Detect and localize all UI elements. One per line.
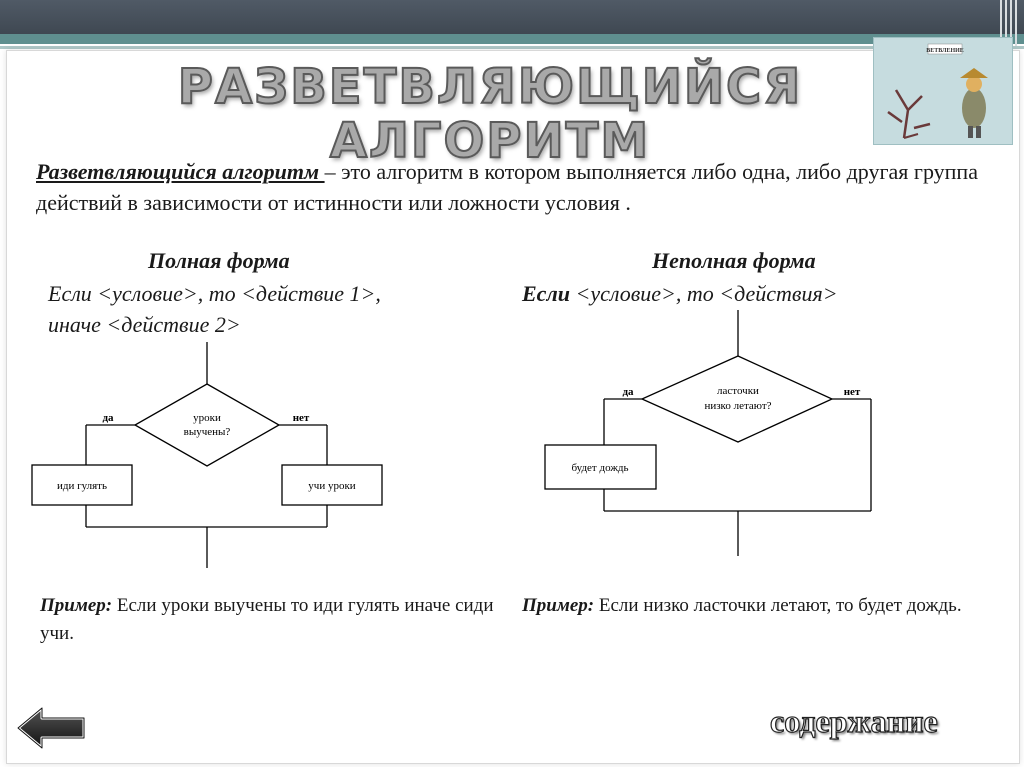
full-condition-line2: выучены? xyxy=(184,426,231,438)
definition-text: – это алгоритм в котором выполняется либ… xyxy=(36,159,978,215)
top-bar-line xyxy=(0,46,1024,49)
partial-yes-action: будет дождь xyxy=(571,462,628,474)
definition-paragraph: Разветвляющийся алгоритм – это алгоритм … xyxy=(36,156,996,218)
partial-example-label: Пример: xyxy=(522,595,595,616)
partial-form-rule: Если <условие>, то <действия> xyxy=(522,278,992,309)
full-form-heading: Полная форма xyxy=(148,248,290,273)
partial-rule-bold: Если xyxy=(522,281,570,306)
branching-illustration: ВЕТВЛЕНИЕ xyxy=(873,37,1013,145)
full-example-text: Если уроки выучены то иди гулять иначе с… xyxy=(40,595,494,644)
partial-yes-label: да xyxy=(622,386,634,398)
slide-title-line2: АЛГОРИТМ xyxy=(329,113,651,169)
full-no-label: нет xyxy=(293,412,310,424)
partial-no-label: нет xyxy=(844,386,861,398)
partial-example-text: Если низко ласточки летают, то будет дож… xyxy=(594,595,962,616)
full-form-rule: Если <условие>, то <действие 1>, иначе <… xyxy=(48,281,381,337)
left-arrow-icon xyxy=(16,706,86,750)
back-button[interactable] xyxy=(14,706,88,750)
top-bar-accent xyxy=(0,34,1024,44)
slide-title: РАЗВЕТВЛЯЮЩИЙСЯ АЛГОРИТМ xyxy=(150,59,830,169)
full-form-example: Пример: Если уроки выучены то иди гулять… xyxy=(40,592,510,648)
full-condition-line1: уроки xyxy=(193,412,221,424)
partial-condition-line1: ласточки xyxy=(717,385,759,397)
definition-term: Разветвляющийся алгоритм xyxy=(36,159,325,184)
partial-form-example: Пример: Если низко ласточки летают, то б… xyxy=(522,592,1012,620)
full-yes-label: да xyxy=(102,412,114,424)
full-yes-action: иди гулять xyxy=(57,480,107,492)
corner-stripes xyxy=(1000,0,1018,46)
top-bar xyxy=(0,0,1024,34)
partial-form-flowchart: ласточки низко летают? да нет будет дожд… xyxy=(544,310,872,556)
full-form-flowchart: уроки выучены? да нет иди гулять учи уро… xyxy=(31,342,383,568)
partial-condition-line2: низко летают? xyxy=(704,400,771,412)
illustration-label: ВЕТВЛЕНИЕ xyxy=(926,48,964,54)
slide-title-line1: РАЗВЕТВЛЯЮЩИЙСЯ xyxy=(177,59,803,115)
partial-form-heading: Неполная форма xyxy=(652,248,816,273)
full-no-action: учи уроки xyxy=(308,480,356,492)
branching-illustration-drawing: ВЕТВЛЕНИЕ xyxy=(887,43,988,139)
partial-rule-rest: <условие>, то <действия> xyxy=(569,281,838,306)
contents-link[interactable]: содержание xyxy=(769,702,938,739)
full-example-label: Пример: xyxy=(40,595,113,616)
